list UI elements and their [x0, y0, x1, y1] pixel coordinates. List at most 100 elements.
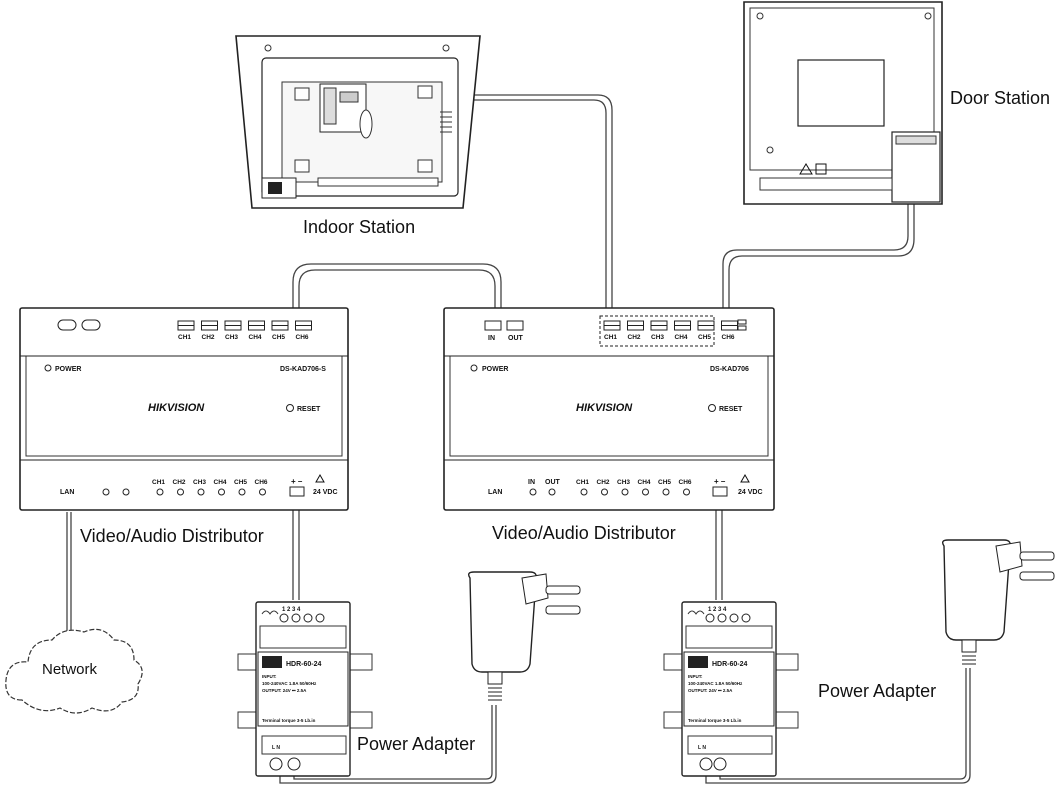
port-jack: [642, 488, 649, 496]
right-bottom-port-ch6: CH6: [679, 479, 692, 486]
left-psu-ln: L N: [272, 745, 280, 751]
left-power-adapter-label: Power Adapter: [357, 734, 475, 754]
right-psu-input: 100-240VAC 1.8A 50/60Hz: [688, 681, 743, 686]
left-power-label: POWER: [55, 366, 81, 373]
right-psu-input-heading: INPUT:: [688, 674, 703, 679]
port-jack: [621, 488, 629, 496]
right-psu-note: Terminal torque 3-5 Lb.in: [688, 718, 742, 723]
psu-left: [237, 601, 373, 777]
left-top-port-row: CH1 CH2 CH3 CH4 CH5 CH6: [177, 320, 312, 341]
port-jack: [177, 488, 184, 496]
right-top-port-ch4: CH4: [675, 334, 688, 341]
left-psu-note: Terminal torque 3-5 Lb.in: [262, 718, 316, 723]
cable-indoor-to-ch1: [361, 94, 613, 322]
wall-adapter-left: [467, 571, 581, 701]
right-power-label: POWER: [482, 366, 508, 373]
right-bottom-port-ch1: CH1: [576, 479, 589, 486]
indoor-station: [235, 35, 481, 209]
right-power-terminal-label: + –: [714, 477, 726, 486]
cable-left-mains: [279, 705, 497, 784]
left-psu-input: 100-240VAC 1.8A 50/60Hz: [262, 681, 317, 686]
right-psu-pins: 1 2 3 4: [708, 607, 727, 613]
cable-right-power: [715, 498, 723, 600]
right-psu-output: OUTPUT: 24V ⎓ 2.5A: [688, 688, 733, 693]
right-out-top-label: OUT: [508, 335, 524, 342]
right-top-port-row: CH1 CH2 CH3 CH4 CH5 CH6: [484, 320, 738, 341]
right-power-adapter-label: Power Adapter: [818, 681, 936, 701]
port-jack: [662, 488, 670, 496]
right-psu-ln: L N: [698, 745, 706, 751]
left-top-port-ch3: CH3: [225, 334, 238, 341]
left-top-port-ch5: CH5: [272, 334, 285, 341]
right-reset-label: RESET: [719, 406, 743, 413]
left-bottom-port-ch6: CH6: [255, 479, 268, 486]
left-model-label: DS-KAD706-S: [280, 366, 326, 373]
cables: [66, 94, 971, 784]
right-bottom-port-ch2: CH2: [597, 479, 610, 486]
right-lan-label: LAN: [488, 489, 502, 496]
right-in-bottom-label: IN: [528, 479, 535, 486]
right-out-bottom-label: OUT: [545, 479, 561, 486]
right-top-port-ch2: CH2: [628, 334, 641, 341]
wall-adapter-right: [941, 539, 1055, 665]
left-bottom-port-ch5: CH5: [234, 479, 247, 486]
cable-cascade-left-to-right: [292, 263, 502, 322]
cable-right-mains: [705, 668, 971, 784]
left-psu-input-heading: INPUT:: [262, 674, 277, 679]
right-bottom-port-ch5: CH5: [658, 479, 671, 486]
port-jack: [259, 488, 266, 496]
left-reset-label: RESET: [297, 406, 321, 413]
indoor-station-label: Indoor Station: [303, 217, 415, 237]
cable-lan: [66, 512, 72, 632]
port-connector: [506, 320, 524, 331]
left-distributor-label: Video/Audio Distributor: [80, 526, 264, 546]
cable-left-power: [292, 498, 300, 600]
right-power-rating: 24 VDC: [738, 489, 763, 496]
door-station-label: Door Station: [950, 88, 1050, 108]
left-power-rating: 24 VDC: [313, 489, 338, 496]
left-psu-pins: 1 2 3 4: [282, 607, 301, 613]
right-top-port-ch3: CH3: [651, 334, 664, 341]
distributor-right: [443, 307, 775, 511]
left-bottom-port-ch2: CH2: [173, 479, 186, 486]
left-bottom-port-ch4: CH4: [214, 479, 227, 486]
right-psu-model: HDR-60-24: [712, 661, 748, 668]
cable-door-to-ch6: [722, 203, 909, 322]
left-power-terminal-label: + –: [291, 477, 303, 486]
left-brand-logo: HIKVISION: [148, 402, 205, 414]
left-bottom-port-row: CH1 CH2 CH3 CH4 CH5 CH6: [152, 479, 268, 496]
left-top-port-ch4: CH4: [249, 334, 262, 341]
left-bottom-port-ch1: CH1: [152, 479, 165, 486]
right-bottom-port-row: CH1 CH2 CH3 CH4 CH5 CH6: [576, 479, 692, 496]
right-top-port-ch6: CH6: [722, 334, 735, 341]
port-jack: [238, 488, 246, 496]
right-bottom-port-ch4: CH4: [638, 479, 651, 486]
right-brand-logo: HIKVISION: [576, 402, 633, 414]
door-station: [743, 1, 943, 205]
psu-right: [663, 601, 799, 777]
right-bottom-port-ch3: CH3: [617, 479, 630, 486]
right-distributor-label: Video/Audio Distributor: [492, 523, 676, 543]
port-jack: [218, 488, 225, 496]
right-model-label: DS-KAD706: [710, 366, 749, 373]
port-connector: [484, 320, 502, 331]
distributor-left: [19, 307, 349, 511]
port-jack: [601, 488, 608, 496]
left-psu-output: OUTPUT: 24V ⎓ 2.5A: [262, 688, 307, 693]
right-top-port-ch5: CH5: [698, 334, 711, 341]
port-jack: [580, 488, 588, 496]
network-cloud: [5, 628, 143, 714]
left-psu-model: HDR-60-24: [286, 661, 322, 668]
left-bottom-port-ch3: CH3: [193, 479, 206, 486]
port-jack: [197, 488, 205, 496]
left-top-port-ch1: CH1: [178, 334, 191, 341]
left-top-port-ch2: CH2: [202, 334, 215, 341]
port-jack: [156, 488, 164, 496]
left-lan-label: LAN: [60, 489, 74, 496]
port-jack: [683, 488, 690, 496]
left-top-port-ch6: CH6: [296, 334, 309, 341]
network-label: Network: [42, 661, 98, 678]
right-top-port-ch1: CH1: [604, 334, 617, 341]
right-in-top-label: IN: [488, 335, 495, 342]
